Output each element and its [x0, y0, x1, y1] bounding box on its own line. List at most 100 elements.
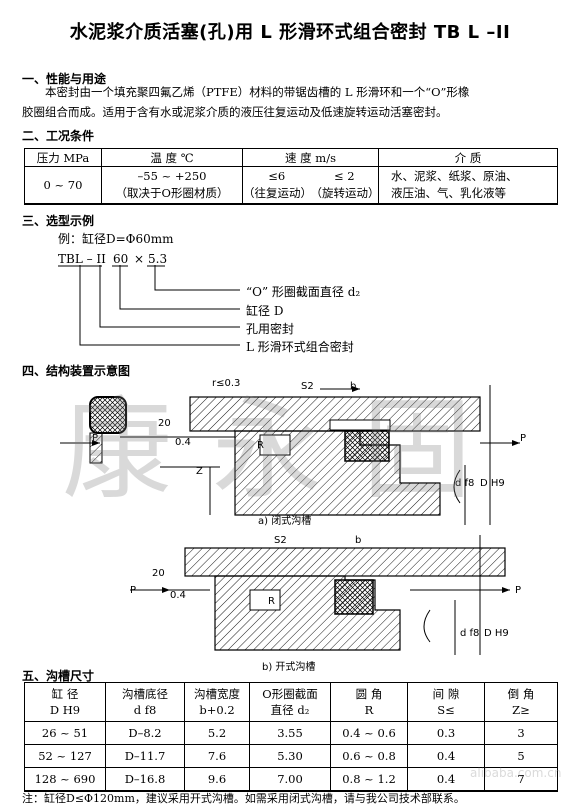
cell: 3	[484, 721, 558, 745]
header-oring: O形圈截面直径 d₂	[249, 682, 331, 722]
cell: 0.8 ~ 1.2	[330, 767, 408, 792]
section-example: 三、选型示例	[22, 214, 95, 228]
cell: 0.4 ~ 0.6	[330, 721, 408, 745]
medium-cell: 水、泥浆、纸浆、原油、液压油、气、乳化液等	[378, 166, 558, 205]
example-label-bore: 缸径 D	[246, 304, 284, 318]
example-label-seal: L 形滑环式组合密封	[246, 340, 354, 354]
header-groove-dia-title: 沟槽底径	[122, 687, 168, 701]
section-diagram: 四、结构装置示意图	[22, 364, 131, 378]
header-temperature: 温 度 ℃	[101, 148, 243, 167]
intro-line-2: 胶圈组合而成。适用于含有水或泥浆介质的液压往复运动及低速旋转运动活塞密封。	[22, 105, 448, 119]
temp-note: （取决于O形圈材质）	[115, 186, 229, 200]
closed-p-left: P	[92, 433, 99, 444]
page-title: 水泥浆介质活塞(孔)用 L 形滑环式组合密封 TB L –II	[69, 22, 511, 43]
speed-b-label: （旋转运动）	[310, 186, 380, 200]
header-gap-sub: S≤	[437, 703, 455, 717]
header-pressure: 压力 MPa	[24, 148, 102, 167]
open-groove-diagram	[130, 535, 510, 655]
header-radius-sub: R	[364, 703, 374, 717]
closed-df8-label: d f8	[455, 478, 475, 489]
header-bore-sub: D H9	[49, 703, 81, 717]
cell: 9.6	[184, 767, 250, 792]
groove-header-row: 缸 径 D H9 沟槽底径 d f8 沟槽宽度 b+0.2 O形圈截面直径 d₂ 圆 …	[24, 682, 558, 722]
watermark-url: alibaba.com.cn	[470, 766, 562, 780]
open-b-label: b	[355, 535, 362, 546]
speed-a-label: （往复运动）	[243, 186, 312, 200]
speed-rotary: ≤ 2 （旋转运动）	[310, 166, 380, 205]
closed-s2-label: S2	[301, 381, 314, 392]
open-s2-label: S2	[274, 535, 287, 546]
speed-a-value: ≤6	[268, 169, 286, 183]
cell: 0.6 ~ 0.8	[330, 744, 408, 768]
closed-caption: a) 闭式沟槽	[258, 516, 312, 527]
cell: 7.00	[249, 767, 331, 792]
cell: 128 ~ 690	[24, 767, 106, 792]
cell: 3.55	[249, 721, 331, 745]
temp-range: –55 ~ +250	[137, 169, 207, 183]
header-radius: 圆 角 R	[330, 682, 408, 722]
closed-dh9-label: D H9	[480, 478, 505, 489]
header-chamfer-sub: Z≥	[512, 703, 530, 717]
cell: 5.2	[184, 721, 250, 745]
header-groove-dia: 沟槽底径 d f8	[105, 682, 185, 722]
cell: 7	[484, 767, 558, 792]
example-code: TBL – II	[58, 252, 106, 266]
speed-b-value: ≤ 2	[333, 169, 355, 183]
closed-roughness: 0.4	[175, 437, 191, 448]
closed-angle-label: 20	[158, 418, 171, 429]
section-groove: 五、沟槽尺寸	[22, 669, 95, 683]
header-speed: 速 度 m/s	[242, 148, 379, 167]
open-p-right: P	[515, 585, 522, 596]
cell: D–8.2	[105, 721, 185, 745]
intro-line-1: 本密封由一个填充聚四氟乙烯（PTFE）材料的带锯齿槽的 L 形滑环和一个“O”形…	[45, 85, 470, 99]
closed-groove-diagram	[60, 385, 520, 525]
medium-line-2: 液压油、气、乳化液等	[391, 186, 506, 200]
cell: 0.4	[407, 767, 485, 792]
header-chamfer: 倒 角 Z≥	[484, 682, 558, 722]
groove-table: 缸 径 D H9 沟槽底径 d f8 沟槽宽度 b+0.2 O形圈截面直径 d₂ 圆 …	[24, 682, 558, 792]
header-gap-title: 间 隙	[432, 687, 460, 701]
header-oring-title: O形圈截面	[262, 687, 318, 701]
open-angle-label: 20	[152, 568, 165, 579]
cell: 0.3	[407, 721, 485, 745]
header-oring-sub: 直径 d₂	[270, 703, 310, 717]
header-groove-width-sub: b+0.2	[199, 703, 235, 717]
cell: 5	[484, 744, 558, 768]
speed-reciprocating: ≤6 （往复运动）	[242, 166, 312, 205]
cell: 7.6	[184, 744, 250, 768]
cell: 0.4	[407, 744, 485, 768]
header-gap: 间 隙 S≤	[407, 682, 485, 722]
cell: 52 ~ 127	[24, 744, 106, 768]
open-p-left: P	[130, 585, 137, 596]
cell: 5.30	[249, 744, 331, 768]
header-bore: 缸 径 D H9	[24, 682, 106, 722]
footnote: 注：缸径D≤Φ120mm，建议采用开式沟槽。如需采用闭式沟槽，请与我公司技术部联…	[22, 792, 465, 805]
header-chamfer-title: 倒 角	[507, 687, 535, 701]
example-label-piston: 孔用密封	[246, 322, 295, 336]
header-bore-title: 缸 径	[51, 687, 79, 701]
conditions-table: 压力 MPa 温 度 ℃ 速 度 m/s 介 质 0 ~ 70 –55 ~ +2…	[24, 148, 558, 205]
example-label-d2: “O” 形圈截面直径 d₂	[246, 285, 361, 299]
cell: D–16.8	[105, 767, 185, 792]
open-caption: b) 开式沟槽	[262, 662, 316, 673]
open-dh9-label: D H9	[484, 628, 509, 639]
cell: D–11.7	[105, 744, 185, 768]
closed-p-right: P	[520, 433, 527, 444]
example-d2: 5.3	[148, 252, 168, 266]
closed-z-label: Z	[196, 466, 203, 477]
closed-r-limit: r≤0.3	[212, 378, 241, 389]
table-row: 128 ~ 690 D–16.8 9.6 7.00 0.8 ~ 1.2 0.4 …	[24, 767, 558, 792]
header-medium: 介 质	[378, 148, 558, 167]
example-diameter: 60	[113, 252, 129, 266]
closed-b-label: b	[350, 381, 357, 392]
header-groove-width: 沟槽宽度 b+0.2	[184, 682, 250, 722]
header-groove-width-title: 沟槽宽度	[194, 687, 240, 701]
open-roughness: 0.4	[170, 590, 186, 601]
table-row: 26 ~ 51 D–8.2 5.2 3.55 0.4 ~ 0.6 0.3 3	[24, 721, 558, 745]
header-radius-title: 圆 角	[355, 687, 383, 701]
example-line: 例：缸径D=Φ60mm	[58, 232, 174, 246]
section-conditions: 二、工况条件	[22, 129, 95, 143]
example-times: ×	[134, 252, 145, 266]
header-groove-dia-sub: d f8	[133, 703, 157, 717]
